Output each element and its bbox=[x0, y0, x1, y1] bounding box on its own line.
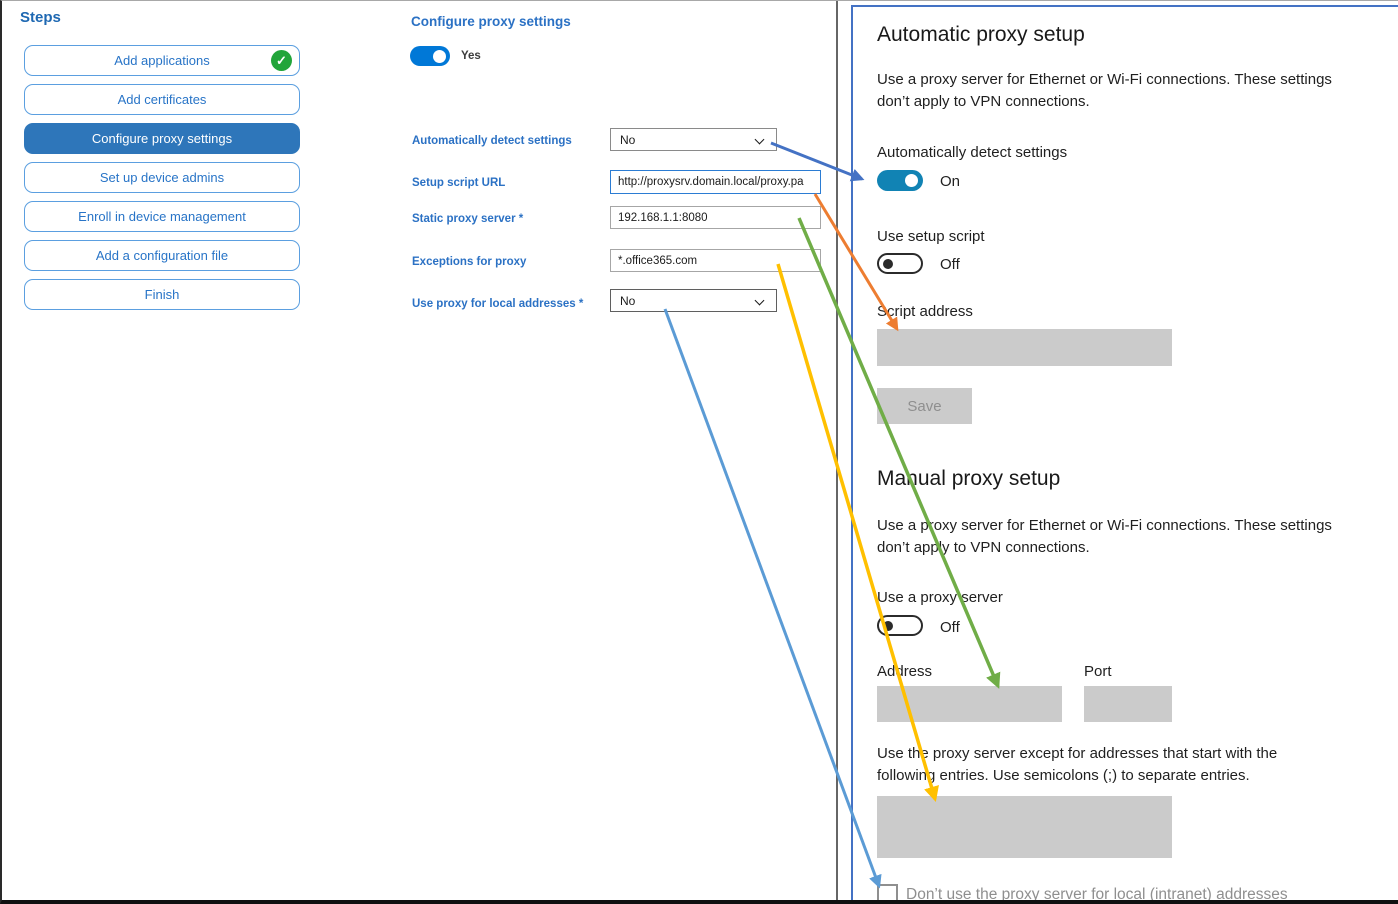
completed-check-icon: ✓ bbox=[271, 50, 292, 71]
setup-script-url-value: http://proxysrv.domain.local/proxy.pa bbox=[618, 176, 804, 188]
configure-proxy-toggle-state: Yes bbox=[461, 50, 481, 62]
configure-proxy-toggle[interactable] bbox=[410, 46, 450, 66]
field-label-static-proxy: Static proxy server * bbox=[412, 213, 524, 225]
address-label: Address bbox=[877, 663, 933, 680]
chevron-down-icon bbox=[754, 295, 765, 306]
manual-proxy-heading: Manual proxy setup bbox=[877, 467, 1061, 490]
port-label: Port bbox=[1084, 663, 1112, 680]
step-set-up-device-admins[interactable]: Set up device admins bbox=[24, 162, 300, 193]
exceptions-for-proxy-value: *.office365.com bbox=[618, 254, 698, 267]
step-label: Finish bbox=[144, 287, 180, 302]
proxy-exceptions-input[interactable] bbox=[877, 796, 1172, 858]
step-label: Add a configuration file bbox=[95, 248, 229, 263]
manual-proxy-description: Use a proxy server for Ethernet or Wi-Fi… bbox=[877, 517, 1332, 556]
step-enroll-device-management[interactable]: Enroll in device management bbox=[24, 201, 300, 232]
intranet-addresses-checkbox-label: Don’t use the proxy server for local (in… bbox=[906, 886, 1288, 903]
auto-detect-dropdown-value: No bbox=[620, 132, 636, 147]
step-label: Configure proxy settings bbox=[91, 131, 233, 146]
field-label-setup-script-url: Setup script URL bbox=[412, 177, 506, 189]
save-button[interactable]: Save bbox=[877, 388, 972, 424]
use-proxy-server-label: Use a proxy server bbox=[877, 589, 1003, 606]
detect-settings-state: On bbox=[940, 173, 961, 190]
use-proxy-local-dropdown[interactable]: No bbox=[610, 289, 777, 312]
use-proxy-server-toggle[interactable] bbox=[877, 615, 923, 636]
step-configure-proxy-settings[interactable]: Configure proxy settings bbox=[24, 123, 300, 154]
use-setup-script-toggle[interactable] bbox=[877, 253, 923, 274]
step-finish[interactable]: Finish bbox=[24, 279, 300, 310]
toggle-knob bbox=[905, 174, 918, 187]
exceptions-for-proxy-input[interactable]: *.office365.com bbox=[610, 249, 821, 272]
form-title: Configure proxy settings bbox=[411, 14, 571, 29]
step-add-certificates[interactable]: Add certificates bbox=[24, 84, 300, 115]
use-proxy-server-state: Off bbox=[940, 619, 960, 636]
field-label-exceptions: Exceptions for proxy bbox=[412, 256, 527, 268]
step-add-applications[interactable]: Add applications ✓ bbox=[24, 45, 300, 76]
automatic-proxy-description: Use a proxy server for Ethernet or Wi-Fi… bbox=[877, 71, 1332, 110]
step-label: Add applications bbox=[114, 53, 210, 68]
field-label-use-proxy-local: Use proxy for local addresses * bbox=[412, 298, 584, 310]
proxy-exceptions-description: Use the proxy server except for addresse… bbox=[877, 745, 1278, 784]
use-setup-script-state: Off bbox=[940, 256, 960, 273]
static-proxy-server-input[interactable]: 192.168.1.1:8080 bbox=[610, 206, 821, 229]
script-address-input[interactable] bbox=[877, 329, 1172, 366]
step-label: Add certificates bbox=[117, 92, 207, 107]
auto-detect-dropdown[interactable]: No bbox=[610, 128, 777, 151]
step-add-configuration-file[interactable]: Add a configuration file bbox=[24, 240, 300, 271]
intranet-addresses-checkbox[interactable] bbox=[877, 884, 898, 900]
address-input[interactable] bbox=[877, 686, 1062, 722]
use-setup-script-label: Use setup script bbox=[877, 228, 985, 245]
arrow-local-addresses bbox=[663, 308, 882, 889]
port-input[interactable] bbox=[1084, 686, 1172, 722]
script-address-label: Script address bbox=[877, 303, 973, 320]
use-proxy-local-dropdown-value: No bbox=[620, 293, 636, 308]
chevron-down-icon bbox=[754, 134, 765, 145]
window-divider bbox=[836, 1, 838, 900]
toggle-knob bbox=[883, 258, 893, 269]
field-label-auto-detect: Automatically detect settings bbox=[412, 135, 572, 147]
detect-settings-toggle[interactable] bbox=[877, 170, 923, 191]
automatic-proxy-heading: Automatic proxy setup bbox=[877, 23, 1085, 46]
steps-panel-title: Steps bbox=[20, 9, 61, 26]
static-proxy-server-value: 192.168.1.1:8080 bbox=[618, 211, 708, 224]
toggle-knob bbox=[433, 49, 446, 63]
setup-script-url-input[interactable]: http://proxysrv.domain.local/proxy.pa bbox=[610, 170, 821, 194]
windows-settings-proxy-panel: Automatic proxy setup Use a proxy server… bbox=[851, 5, 1398, 903]
toggle-knob bbox=[883, 620, 893, 631]
detect-settings-label: Automatically detect settings bbox=[877, 144, 1068, 161]
step-label: Set up device admins bbox=[99, 170, 225, 185]
step-label: Enroll in device management bbox=[78, 209, 246, 224]
